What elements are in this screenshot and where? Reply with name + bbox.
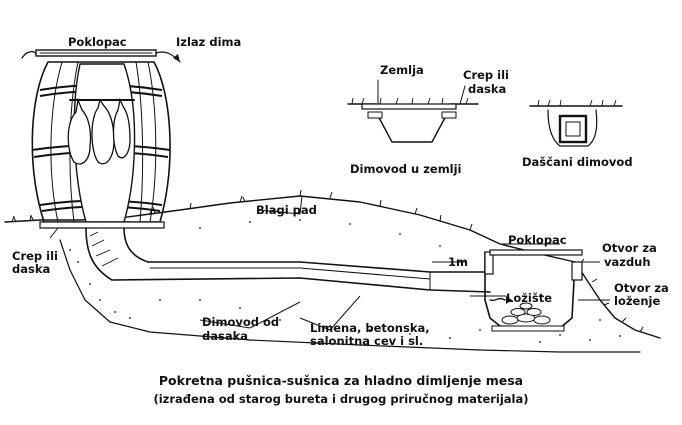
label-lozenje: loženje bbox=[614, 294, 660, 308]
hanging-meat bbox=[67, 97, 131, 165]
caption-subtitle: (izrađena od starog bureta i drugog prir… bbox=[153, 392, 528, 406]
caption-title: Pokretna pušnica-sušnica za hladno dimlj… bbox=[159, 373, 523, 388]
label-daska-left: daska bbox=[12, 262, 50, 276]
label-crep-ili: Crep ili bbox=[463, 68, 509, 82]
label-dimovod-od: Dimovod od bbox=[202, 315, 279, 329]
label-dasaka: dasaka bbox=[202, 329, 248, 343]
firebox-cover bbox=[489, 249, 583, 256]
label-vazduh: vazduh bbox=[604, 255, 651, 269]
label-one-m: 1m bbox=[448, 255, 468, 269]
barrel bbox=[21, 49, 181, 223]
label-dascani-dimovod: Daščani dimovod bbox=[522, 155, 633, 169]
inset-dascani-dimovod bbox=[529, 99, 623, 147]
label-izlaz-dima: Izlaz dima bbox=[176, 35, 241, 49]
leader-lines bbox=[49, 195, 610, 331]
label-crep-ili-left: Crep ili bbox=[12, 249, 58, 263]
barrel-support bbox=[39, 221, 165, 229]
label-zemlja: Zemlja bbox=[380, 63, 424, 77]
label-salonitna: salonitna cev i sl. bbox=[310, 334, 423, 348]
label-poklopac-top: Poklopac bbox=[68, 35, 127, 49]
label-otvor-za: Otvor za bbox=[602, 241, 657, 255]
label-daska: daska bbox=[468, 82, 506, 96]
air-opening bbox=[571, 261, 583, 281]
label-poklopac-right: Poklopac bbox=[508, 233, 567, 247]
label-dimovod-u-zemlji: Dimovod u zemlji bbox=[350, 162, 462, 176]
label-limena-betonska: Limena, betonska, bbox=[310, 321, 430, 335]
label-otvor-za-2: Otvor za bbox=[614, 281, 669, 295]
flue-pipe bbox=[85, 227, 583, 332]
label-blagi-pad: Blagi pad bbox=[256, 203, 317, 217]
inset-dimovod-u-zemlji bbox=[347, 79, 479, 143]
fire-logs bbox=[501, 302, 551, 325]
label-loziste: Ložište bbox=[506, 291, 552, 305]
ground-surface bbox=[4, 189, 661, 353]
